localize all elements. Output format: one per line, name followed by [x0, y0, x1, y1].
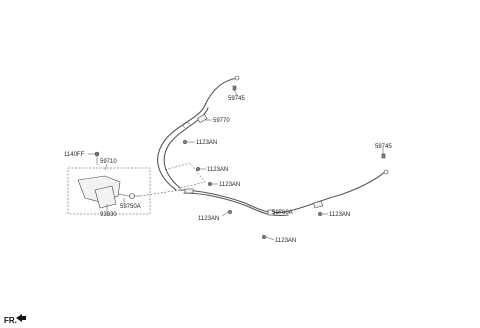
bolt-1123an-f — [261, 234, 267, 240]
lower-cable-sleeve-right — [313, 200, 324, 209]
label-1123an-c: 1123AN — [219, 182, 240, 188]
lower-brake-cable-inner — [183, 192, 289, 217]
bolt-1123an-d — [227, 209, 233, 215]
lever-bracket — [94, 185, 117, 209]
lower-cable-sleeve-left — [184, 188, 194, 194]
label-59745-right: 59745 — [375, 144, 392, 150]
clip-59745-top — [232, 85, 237, 91]
label-1123an-a: 1123AN — [196, 140, 217, 146]
label-1123an-b: 1123AN — [207, 167, 228, 173]
bolt-1123an-a — [182, 139, 188, 145]
front-arrow-icon — [16, 314, 26, 322]
label-1140ff: 1140FF — [64, 152, 85, 158]
upper-cable-hook — [182, 122, 191, 129]
lever-cable-link — [117, 193, 140, 197]
lower-cable-clip — [267, 209, 275, 216]
label-93830: 93830 — [100, 212, 117, 218]
bracket-dash-lines — [164, 162, 206, 189]
upper-cable-end — [234, 75, 240, 81]
label-59750a: 59750A — [120, 204, 141, 210]
bolt-1123an-b — [195, 166, 201, 172]
label-1123an-f: 1123AN — [275, 238, 296, 244]
lever-to-cable-dash — [139, 189, 181, 197]
bolt-1123an-c — [207, 181, 213, 187]
lever-assembly-box — [67, 167, 151, 215]
lower-brake-cable — [179, 171, 386, 214]
clip-59745-right — [381, 153, 386, 159]
front-direction-label: FR. — [4, 316, 17, 325]
label-59710: 59710 — [100, 159, 117, 165]
bolt-1123an-e — [317, 211, 323, 217]
label-59770: 59770 — [213, 118, 230, 124]
label-59745-top: 59745 — [228, 96, 245, 102]
label-1123an-d: 1123AN — [198, 216, 219, 222]
lever-equalizer — [129, 193, 135, 199]
upper-cable-sleeve — [197, 113, 208, 124]
label-59760a: 59760A — [272, 210, 293, 216]
lower-cable-end — [383, 169, 389, 175]
upper-brake-cable — [157, 77, 239, 191]
label-1123an-e: 1123AN — [329, 212, 350, 218]
